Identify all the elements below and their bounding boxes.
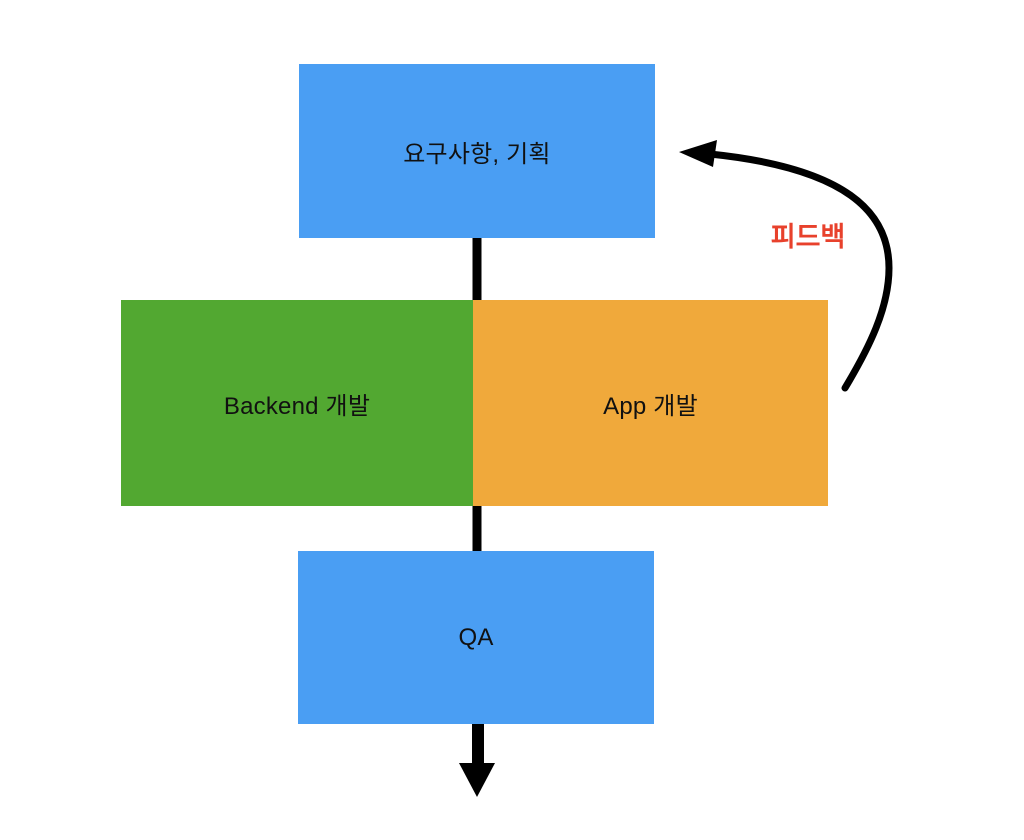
node-requirements-label: 요구사항, 기획 <box>403 140 551 168</box>
node-qa-label: QA <box>458 623 494 651</box>
feedback-arrow-curve <box>706 150 893 392</box>
feedback-label: 피드백 <box>770 222 846 252</box>
qa-output-arrowhead-icon <box>459 763 495 797</box>
node-qa: QA <box>298 551 654 724</box>
node-backend: Backend 개발 <box>121 300 473 506</box>
node-app: App 개발 <box>473 300 828 506</box>
node-app-label: App 개발 <box>603 392 698 420</box>
feedback-arrowhead-icon <box>679 140 717 167</box>
node-requirements: 요구사항, 기획 <box>299 64 655 238</box>
node-backend-label: Backend 개발 <box>223 392 371 420</box>
